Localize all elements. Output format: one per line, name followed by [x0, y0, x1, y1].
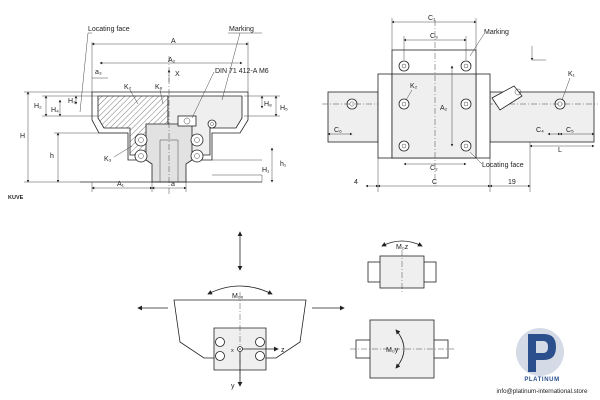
brand-email-link[interactable]: info@platinum-international.store [496, 388, 588, 395]
label-M0z: M₀z [396, 244, 409, 251]
dim-h1: h₁ [280, 161, 287, 168]
dim-H4: H₄ [51, 107, 59, 114]
dim-C3: C₃ [430, 33, 438, 40]
dim-C4: C₄ [536, 127, 544, 134]
label-K3: K₃ [104, 156, 112, 163]
dim-H2-left: H₂ [34, 103, 42, 110]
axis-y: y [231, 383, 235, 390]
side-view-moy: M₀y [350, 319, 454, 379]
dim-h: h [50, 153, 54, 160]
roller-set-left [134, 133, 148, 163]
brand-name: PLATINUM [524, 377, 560, 383]
dim-a3: a₃ [95, 69, 102, 76]
label-din: DIN 71 412-A M6 [215, 68, 269, 75]
label-marking: Marking [229, 26, 254, 33]
roller-set-right [190, 133, 204, 163]
top-view: C₁ C₃ Marking K₂ A₂ K₁ C₆ C₄ C₅ L [322, 15, 598, 192]
axis-z: z [281, 347, 285, 354]
carriage-bolt-holes [398, 60, 472, 152]
dim-H: H [20, 133, 25, 140]
axis-x: x [231, 348, 234, 354]
dim-C5: C₅ [566, 127, 574, 134]
dim-A1: A₁ [117, 181, 125, 188]
dim-C2: C₂ [430, 165, 438, 172]
label-locating-face: Locating face [88, 26, 130, 33]
dim-4: 4 [354, 179, 358, 186]
label-X: X [175, 71, 180, 78]
label-K2-top: K₂ [410, 83, 418, 90]
label-K2: K₂ [124, 84, 132, 91]
label-K6: K₆ [155, 84, 163, 91]
dim-H3: H₃ [68, 98, 76, 105]
label-M0x: M₀ₓ [232, 293, 244, 300]
dim-19: 19 [508, 179, 516, 186]
dim-C1: C₁ [428, 15, 436, 22]
dim-A: A [171, 38, 176, 45]
dim-A2: A₂ [168, 57, 176, 64]
lube-nipple [177, 115, 217, 129]
dim-H5: H₅ [280, 105, 288, 112]
load-view: M₀ₓ x z y [137, 231, 345, 390]
dim-C: C [432, 179, 437, 186]
side-view-moz: M₀z [367, 240, 437, 292]
label-K1: K₁ [568, 71, 576, 78]
dim-C6: C₆ [334, 127, 342, 134]
dim-A2-top: A₂ [440, 105, 448, 112]
dim-H8: H₈ [264, 101, 272, 108]
dim-L: L [558, 147, 562, 154]
label-marking-top: Marking [484, 29, 509, 36]
dim-a: a [171, 181, 175, 188]
series-tag: KUVE [8, 195, 24, 201]
platinum-logo-icon [516, 328, 564, 376]
label-M0y: M₀y [386, 347, 399, 354]
label-locating-face-top: Locating face [482, 162, 524, 169]
dim-H1: H₁ [262, 167, 270, 174]
front-view: A A₂ a₃ K₂ K₆ X DIN 71 412-A M6 Locating… [8, 26, 288, 201]
